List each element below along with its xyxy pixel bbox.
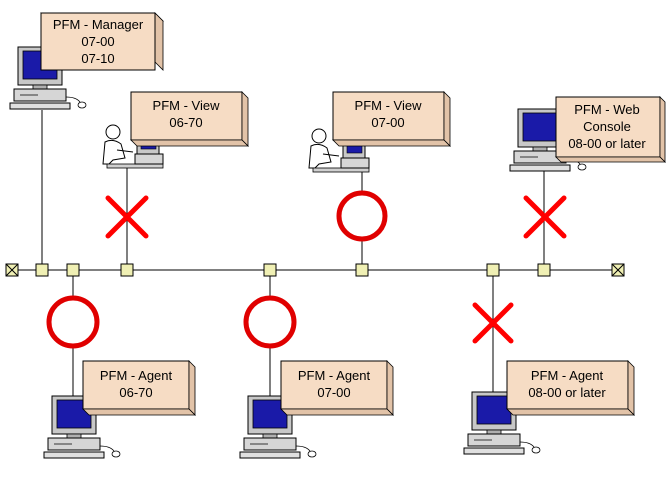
cross-mark-view-1 [105,195,149,239]
connection-nodes [35,263,551,277]
agent-3-line-0: PFM - Agent [531,368,604,383]
circle-mark-view-2 [336,190,388,242]
label-box-web-console: PFM - Web Console 08-00 or later [555,96,666,163]
web-console-line-2: 08-00 or later [568,136,646,151]
node-agent-3 [486,263,500,277]
cross-mark-agent-3 [472,302,514,344]
manager-line-0: PFM - Manager [53,17,144,32]
manager-line-2: 07-10 [81,51,114,66]
node-view-1 [120,263,134,277]
node-view-2 [355,263,369,277]
web-console-line-1: Console [583,119,631,134]
node-web-console [537,263,551,277]
node-agent-2 [263,263,277,277]
label-box-view-1: PFM - View 06-70 [130,91,249,147]
terminator-right-icon [611,263,625,277]
label-box-manager: PFM - Manager 07-00 07-10 [40,12,164,71]
label-box-agent-3: PFM - Agent 08-00 or later [506,360,635,416]
terminator-left-icon [5,263,19,277]
view-1-line-1: 06-70 [169,115,202,130]
view-1-line-0: PFM - View [153,98,221,113]
view-2-line-1: 07-00 [371,115,404,130]
node-manager [35,263,49,277]
label-box-agent-1: PFM - Agent 06-70 [82,360,196,416]
agent-1-line-1: 06-70 [119,385,152,400]
view-2-line-0: PFM - View [355,98,423,113]
agent-1-line-0: PFM - Agent [100,368,173,383]
agent-2-line-0: PFM - Agent [298,368,371,383]
circle-mark-agent-1 [46,295,100,349]
agent-3-line-1: 08-00 or later [528,385,606,400]
manager-line-1: 07-00 [81,34,114,49]
circle-mark-agent-2 [243,295,297,349]
node-agent-1 [66,263,80,277]
label-box-view-2: PFM - View 07-00 [332,91,451,147]
label-box-agent-2: PFM - Agent 07-00 [280,360,394,416]
agent-2-line-1: 07-00 [317,385,350,400]
web-console-line-0: PFM - Web [574,102,640,117]
cross-mark-web-console [523,195,567,239]
